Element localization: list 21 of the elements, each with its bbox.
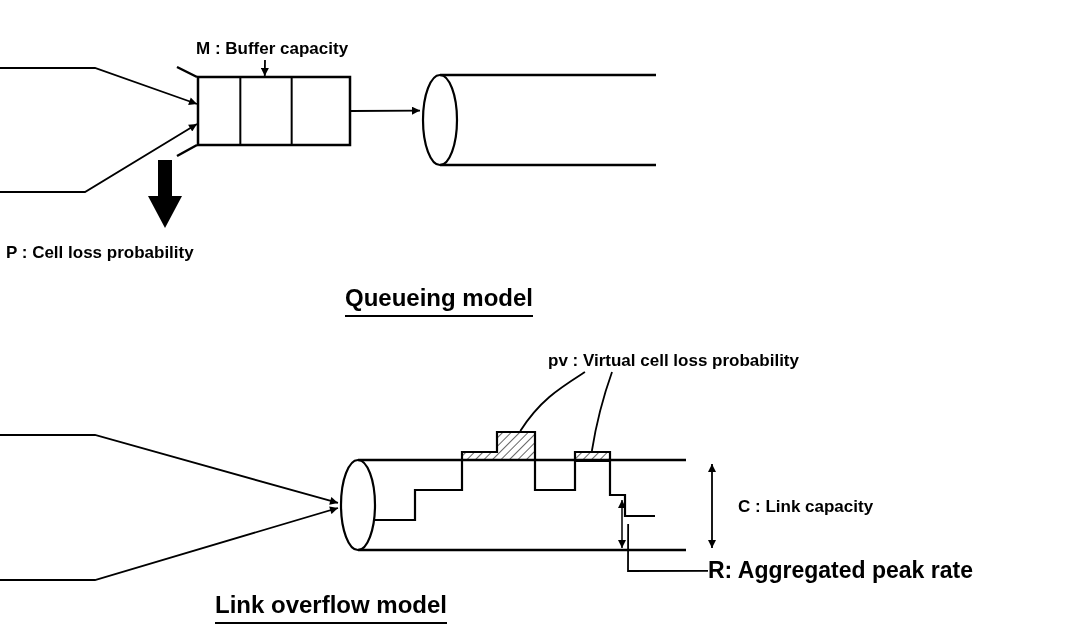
section-heading: Link overflow model [215, 591, 448, 624]
arrow [0, 434, 339, 505]
link-drawing [420, 73, 658, 167]
parameter-label: R: Aggregated peak rate [708, 555, 1038, 585]
parameter-label: pv : Virtual cell loss probability [548, 350, 878, 372]
hatched-overflow-area [461, 431, 537, 461]
leader-line [627, 523, 709, 572]
arrow [0, 506, 339, 581]
link-traffic-drawing [338, 428, 688, 554]
buffer-drawing [197, 76, 351, 146]
arrow [0, 123, 198, 193]
parameter-label: M : Buffer capacity [196, 38, 396, 60]
leader-arrow [260, 59, 269, 77]
parameter-label: C : Link capacity [738, 497, 874, 518]
hatched-overflow-area [574, 451, 612, 462]
arrow [350, 106, 421, 115]
leader-line [519, 371, 586, 432]
leader-line [590, 371, 613, 452]
arrow [0, 67, 198, 106]
section-heading: Queueing model [345, 284, 533, 317]
parameter-label: P : Cell loss probability [6, 243, 194, 264]
